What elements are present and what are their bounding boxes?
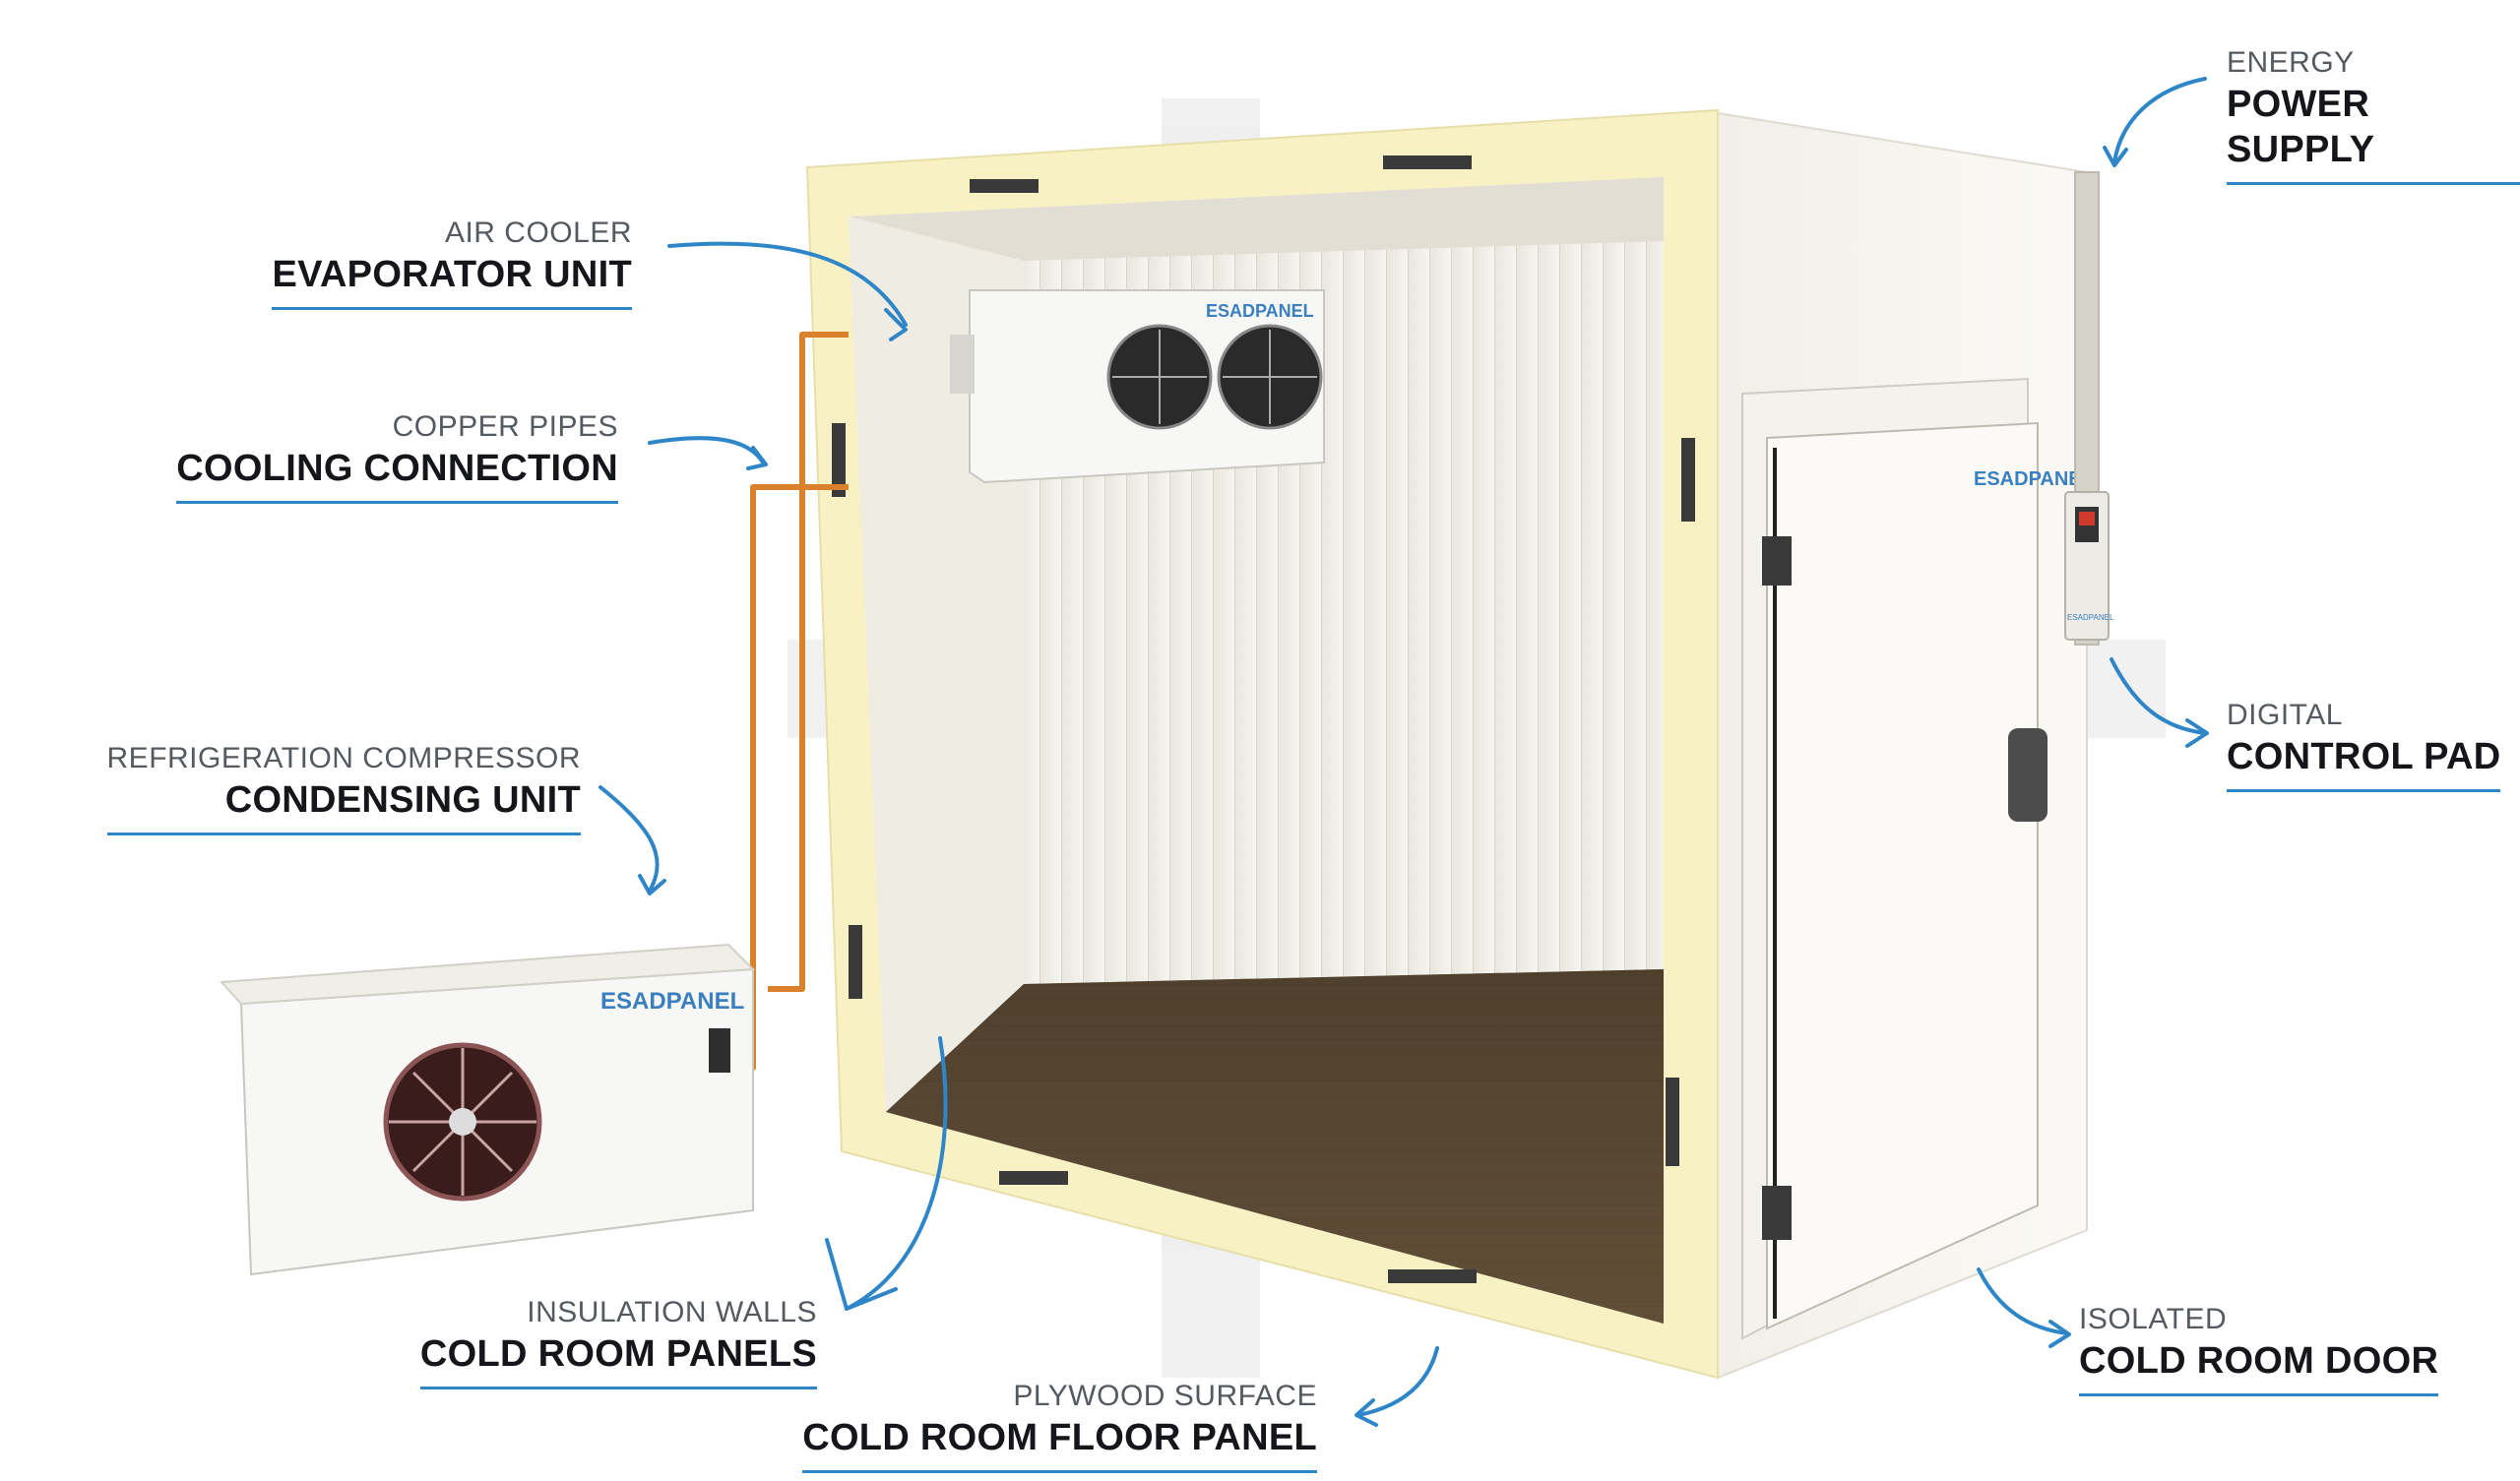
evaporator-logo: ESADPANEL bbox=[1206, 301, 1314, 321]
label-main: CONTROL PAD bbox=[2227, 734, 2501, 792]
controller-logo: ESADPANEL bbox=[2067, 613, 2114, 622]
label-main: COOLING CONNECTION bbox=[176, 446, 618, 504]
floor-arrow-icon bbox=[1356, 1346, 1439, 1417]
label-main: EVAPORATOR UNIT bbox=[272, 252, 632, 310]
evaporator-unit: ESADPANEL bbox=[950, 289, 1325, 484]
label-sub: COPPER PIPES bbox=[392, 410, 618, 443]
control-arrow-icon bbox=[2110, 657, 2207, 735]
label-sub: AIR COOLER bbox=[444, 216, 632, 249]
callout-arrows bbox=[598, 77, 2209, 1427]
label-sub: ENERGY bbox=[2227, 46, 2355, 79]
label-sub: DIGITAL bbox=[2227, 699, 2343, 731]
label-sub: INSULATION WALLS bbox=[527, 1296, 817, 1328]
label-main: COLD ROOM DOOR bbox=[2079, 1338, 2439, 1396]
copper-arrow-icon bbox=[648, 436, 765, 464]
energy-arrow-icon bbox=[2112, 77, 2207, 164]
ceiling bbox=[849, 177, 1664, 261]
label-floor: PLYWOOD SURFACE COLD ROOM FLOOR PANEL bbox=[802, 1378, 1317, 1473]
label-door: ISOLATED COLD ROOM DOOR bbox=[2079, 1301, 2439, 1396]
door-arrow-icon bbox=[1977, 1267, 2069, 1335]
insulation-arrow-icon bbox=[845, 1036, 948, 1311]
compressor-logo: ESADPANEL bbox=[600, 988, 744, 1015]
label-evaporator: AIR COOLER EVAPORATOR UNIT bbox=[272, 215, 632, 310]
label-insulation: INSULATION WALLS COLD ROOM PANELS bbox=[419, 1294, 817, 1389]
frame-latches bbox=[832, 155, 1695, 1283]
cold-room-door: ESADPANEL bbox=[1741, 377, 2094, 1340]
label-main: COLD ROOM PANELS bbox=[419, 1331, 817, 1389]
label-compressor: REFRIGERATION COMPRESSOR CONDENSING UNIT bbox=[106, 740, 581, 835]
label-energy: ENERGY POWER SUPPLY bbox=[2227, 44, 2520, 185]
label-main: POWER SUPPLY bbox=[2227, 82, 2520, 185]
label-copper: COPPER PIPES COOLING CONNECTION bbox=[176, 408, 618, 504]
label-sub: REFRIGERATION COMPRESSOR bbox=[106, 742, 581, 774]
evaporator-arrow-icon bbox=[667, 241, 908, 327]
compressor-arrow-icon bbox=[598, 785, 660, 893]
condensing-unit: ESADPANEL bbox=[219, 943, 756, 1276]
label-control: DIGITAL CONTROL PAD bbox=[2227, 697, 2501, 792]
label-main: COLD ROOM FLOOR PANEL bbox=[802, 1415, 1317, 1473]
door-logo: ESADPANEL bbox=[1974, 468, 2094, 490]
control-pad: ESADPANEL bbox=[2064, 491, 2114, 641]
door-handle-icon bbox=[2008, 728, 2048, 822]
label-main: CONDENSING UNIT bbox=[106, 777, 581, 835]
label-sub: PLYWOOD SURFACE bbox=[1013, 1380, 1317, 1412]
label-sub: ISOLATED bbox=[2079, 1303, 2228, 1335]
